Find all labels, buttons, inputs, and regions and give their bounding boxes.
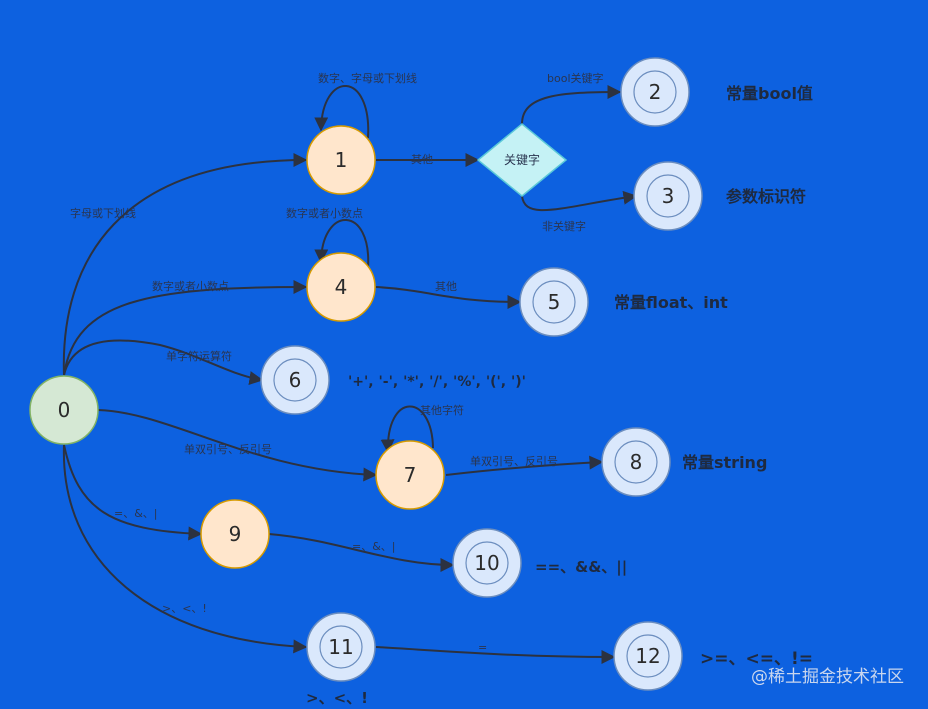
desc-state-12: >=、<=、!= [700,649,813,669]
desc-state-6: '+', '-', '*', '/', '%', '(', ')' [348,374,526,390]
label-0-to-9: =、&、| [114,507,158,520]
edge-11-to-12 [375,646,616,664]
label-decision-to-3: 非关键字 [542,219,586,233]
desc-state-5: 常量float、int [614,293,728,312]
desc-state-2: 常量bool值 [726,84,813,103]
state-3-label: 3 [662,184,675,208]
desc-state-10: ==、&&、|| [535,558,627,577]
state-3: 3 [633,161,703,231]
label-4-to-5: 其他 [435,280,457,293]
state-5: 5 [519,267,589,337]
label-0-to-4: 数字或者小数点 [152,279,229,293]
state-2-label: 2 [649,80,662,104]
label-4-self: 数字或者小数点 [286,206,363,220]
state-10: 10 [452,528,522,598]
label-0-to-6: 单字符运算符 [166,349,232,363]
state-7-label: 7 [404,463,417,487]
desc-state-8: 常量string [682,453,767,472]
label-7-self: 其他字符 [420,403,464,417]
label-1-self: 数字、字母或下划线 [318,71,417,85]
state-8: 8 [601,427,671,497]
edge-4-self-loop [314,219,370,269]
state-2: 2 [620,57,690,127]
label-0-to-1: 字母或下划线 [70,206,136,220]
state-6: 6 [260,345,330,415]
state-1: 1 [306,125,376,195]
state-12-label: 12 [635,644,660,668]
label-1-to-decision: 其他 [411,153,433,166]
state-9: 9 [200,499,270,569]
decision-label: 关键字 [504,152,540,167]
state-1-label: 1 [335,148,348,172]
label-0-to-11: >、<、! [162,602,207,615]
state-4-label: 4 [335,275,348,299]
state-4: 4 [306,252,376,322]
edge-0-to-6 [63,339,264,385]
watermark: @稀土掘金技术社区 [751,667,904,687]
label-9-to-10: =、&、| [352,540,396,553]
state-7: 7 [375,440,445,510]
edge-4-to-5 [375,286,522,309]
edge-0-to-9 [63,444,203,541]
label-decision-to-2: bool关键字 [547,71,604,85]
decision-keyword: 关键字 [476,123,568,197]
desc-state-11: >、<、! [306,689,368,707]
edge-0-to-11 [62,444,308,654]
edge-0-to-7 [97,409,378,482]
label-11-to-12: = [478,641,487,654]
state-12: 12 [613,621,683,691]
edge-9-to-10 [268,533,455,572]
state-10-label: 10 [474,551,499,575]
edge-decision-to-2 [521,85,622,125]
state-8-label: 8 [630,450,643,474]
state-11-label: 11 [328,635,353,659]
label-0-to-7: 单双引号、反引号 [184,442,272,456]
desc-state-3: 参数标识符 [726,187,806,206]
state-11: 11 [306,612,376,682]
label-7-to-8: 单双引号、反引号 [470,454,558,468]
edge-0-to-1 [62,153,308,376]
state-6-label: 6 [289,368,302,392]
edge-decision-to-3 [521,190,638,212]
edge-1-self-loop [314,85,370,139]
state-0: 0 [29,375,99,445]
edge-0-to-4 [63,280,308,376]
state-5-label: 5 [548,290,561,314]
state-9-label: 9 [229,522,242,546]
edge-7-self-loop [380,405,434,454]
edge-7-to-8 [445,455,604,476]
state-0-label: 0 [58,398,71,422]
